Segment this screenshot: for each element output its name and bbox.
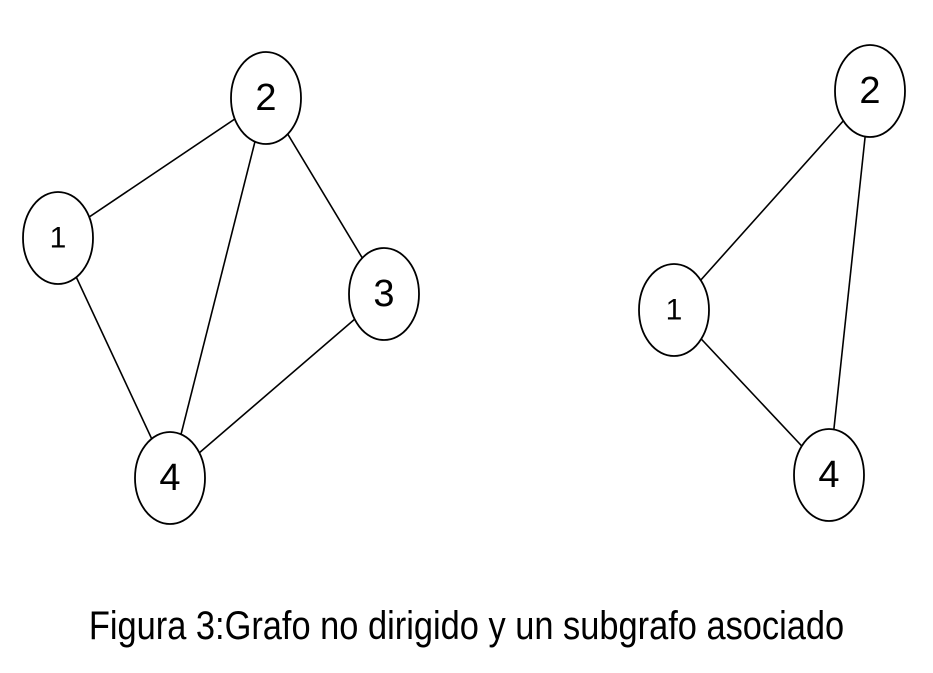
node-label-subgrafo-4: 4 <box>818 454 839 496</box>
edge-grafo-3-4 <box>169 293 385 479</box>
edge-subgrafo-2-4 <box>828 90 871 476</box>
node-grafo-4: 4 <box>134 431 206 525</box>
node-grafo-3: 3 <box>348 247 420 341</box>
node-circle-grafo-1 <box>22 191 94 285</box>
node-circle-subgrafo-4 <box>793 428 865 522</box>
node-grafo-2: 2 <box>230 51 302 145</box>
node-circle-grafo-4 <box>134 431 206 525</box>
node-label-grafo-3: 3 <box>373 273 394 315</box>
node-subgrafo-2: 2 <box>834 44 906 138</box>
node-label-subgrafo-1: 1 <box>666 294 683 327</box>
node-circle-grafo-2 <box>230 51 302 145</box>
edges-layer <box>57 90 871 479</box>
node-subgrafo-4: 4 <box>793 428 865 522</box>
node-label-grafo-1: 1 <box>50 222 67 255</box>
edge-grafo-2-4 <box>169 97 267 479</box>
figure-caption: Figura 3:Grafo no dirigido y un subgrafo… <box>88 604 845 648</box>
edge-subgrafo-1-2 <box>673 90 871 311</box>
node-grafo-1: 1 <box>22 191 94 285</box>
node-label-subgrafo-2: 2 <box>859 70 880 112</box>
node-label-grafo-2: 2 <box>255 77 276 119</box>
edge-grafo-1-2 <box>57 97 267 239</box>
node-label-grafo-4: 4 <box>159 457 180 499</box>
nodes-layer: 1 2 3 4 1 2 4 <box>22 44 906 525</box>
node-circle-grafo-3 <box>348 247 420 341</box>
node-circle-subgrafo-2 <box>834 44 906 138</box>
node-subgrafo-1: 1 <box>638 263 710 357</box>
node-circle-subgrafo-1 <box>638 263 710 357</box>
